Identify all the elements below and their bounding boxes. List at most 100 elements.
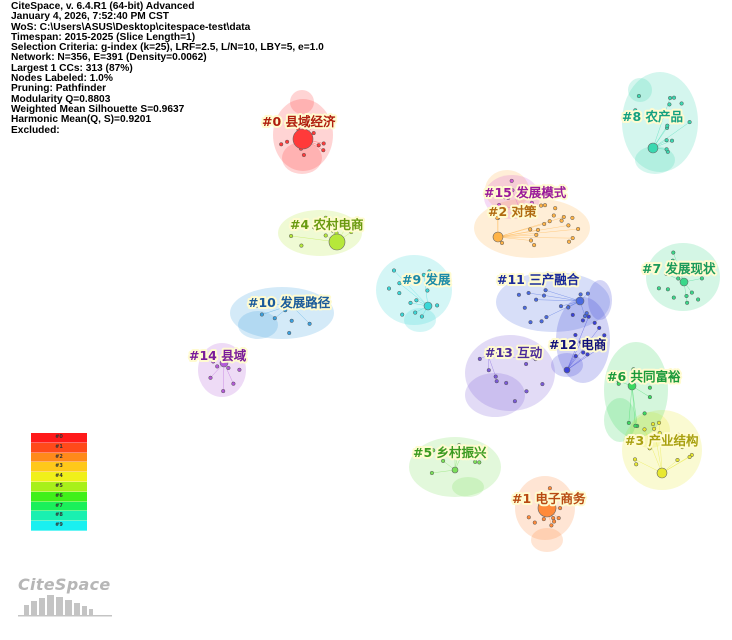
cluster-11-node[interactable] <box>585 291 590 296</box>
cluster-2-node[interactable] <box>542 221 547 227</box>
cluster-15-label[interactable]: #15 发展模式 <box>482 183 569 202</box>
cluster-0-node[interactable] <box>321 141 326 146</box>
cluster-12-node[interactable] <box>586 314 591 319</box>
cluster-9-node[interactable] <box>421 272 426 277</box>
cluster-12-node[interactable] <box>581 350 586 355</box>
cluster-3-node[interactable] <box>650 422 656 427</box>
cluster-3-node[interactable] <box>675 457 680 463</box>
cluster-6-label[interactable]: #6 共同富裕 <box>605 367 683 386</box>
cluster-15-node[interactable] <box>529 200 534 205</box>
cluster-11-node[interactable] <box>526 290 531 296</box>
cluster-12-hub-node[interactable] <box>563 366 571 374</box>
cluster-5-node[interactable] <box>452 454 458 460</box>
cluster-10-label[interactable]: #10 发展路径 <box>246 293 333 312</box>
cluster-4-node[interactable] <box>289 233 294 239</box>
cluster-1-node[interactable] <box>547 486 552 491</box>
cluster-10-node[interactable] <box>311 301 316 307</box>
cluster-6-node[interactable] <box>649 369 654 374</box>
cluster-14-node[interactable] <box>221 389 226 394</box>
cluster-1-node[interactable] <box>541 517 546 522</box>
cluster-8-node[interactable] <box>664 138 669 143</box>
cluster-2-node[interactable] <box>570 236 575 241</box>
cluster-1-node[interactable] <box>549 523 554 528</box>
cluster-3-node[interactable] <box>656 420 662 425</box>
cluster-11-node[interactable] <box>566 305 571 310</box>
cluster-1-hub-node[interactable] <box>537 498 557 518</box>
cluster-2-node[interactable] <box>551 213 556 218</box>
cluster-2-node[interactable] <box>570 215 575 220</box>
cluster-12-node[interactable] <box>573 332 578 338</box>
cluster-6-node[interactable] <box>647 395 652 400</box>
cluster-7-node[interactable] <box>685 300 690 305</box>
cluster-11-node[interactable] <box>558 304 564 309</box>
cluster-1-node[interactable] <box>558 506 563 511</box>
cluster-13-node[interactable] <box>486 368 491 373</box>
cluster-12-node[interactable] <box>573 354 578 359</box>
cluster-15-node[interactable] <box>509 178 514 183</box>
cluster-15-hub-node[interactable] <box>516 206 524 214</box>
cluster-5-hub-node[interactable] <box>451 466 459 474</box>
cluster-0-node[interactable] <box>285 139 290 144</box>
cluster-2-node[interactable] <box>499 240 505 245</box>
cluster-9-node[interactable] <box>400 312 405 317</box>
cluster-1-node[interactable] <box>556 516 561 521</box>
cluster-9-node[interactable] <box>397 281 402 286</box>
cluster-0-node[interactable] <box>311 131 316 136</box>
cluster-9-node[interactable] <box>391 268 397 273</box>
cluster-7-node[interactable] <box>669 268 674 273</box>
cluster-3-node[interactable] <box>634 462 639 467</box>
cluster-1-node[interactable] <box>526 515 531 520</box>
cluster-3-node[interactable] <box>680 445 685 450</box>
cluster-8-label[interactable]: #8 农产品 <box>620 107 685 126</box>
cluster-2-node[interactable] <box>553 206 558 211</box>
cluster-13-node[interactable] <box>501 351 506 356</box>
cluster-14-label[interactable]: #14 县域 <box>187 346 249 365</box>
cluster-9-node[interactable] <box>397 291 402 296</box>
cluster-13-node[interactable] <box>540 382 545 387</box>
cluster-4-node[interactable] <box>346 221 351 226</box>
cluster-12-node[interactable] <box>580 318 585 323</box>
cluster-2-hub-node[interactable] <box>492 231 504 243</box>
cluster-15-node[interactable] <box>502 195 507 200</box>
cluster-4-hub-node[interactable] <box>328 233 346 251</box>
cluster-2-node[interactable] <box>542 203 548 208</box>
cluster-4-node[interactable] <box>299 243 304 248</box>
cluster-4-node[interactable] <box>312 225 317 230</box>
cluster-3-node[interactable] <box>642 427 647 432</box>
cluster-10-node[interactable] <box>259 312 264 317</box>
cluster-1-node[interactable] <box>532 520 537 525</box>
cluster-6-node[interactable] <box>633 423 638 428</box>
cluster-7-node[interactable] <box>684 293 689 299</box>
cluster-9-node[interactable] <box>435 303 440 308</box>
cluster-0-node[interactable] <box>318 114 323 119</box>
cluster-14-node[interactable] <box>224 355 229 360</box>
cluster-4-label[interactable]: #4 农村电商 <box>288 215 366 234</box>
cluster-10-node[interactable] <box>305 294 310 299</box>
cluster-12-node[interactable] <box>601 343 606 348</box>
cluster-6-node[interactable] <box>647 385 652 390</box>
cluster-8-node[interactable] <box>679 118 685 123</box>
cluster-8-node[interactable] <box>633 108 638 113</box>
cluster-12-node[interactable] <box>602 333 607 338</box>
cluster-13-node[interactable] <box>533 357 538 362</box>
cluster-2-node[interactable] <box>566 223 571 228</box>
cluster-0-label[interactable]: #0 县域经济 <box>260 112 338 131</box>
cluster-12-node[interactable] <box>592 320 597 325</box>
cluster-4-node[interactable] <box>323 233 328 238</box>
cluster-2-node[interactable] <box>561 214 566 220</box>
cluster-13-node[interactable] <box>504 380 509 386</box>
cluster-2-node[interactable] <box>532 243 537 248</box>
cluster-11-node[interactable] <box>522 305 527 310</box>
cluster-2-node[interactable] <box>547 219 552 224</box>
cluster-6-hub-node[interactable] <box>627 381 637 391</box>
cluster-0-node[interactable] <box>316 143 321 148</box>
cluster-6-node[interactable] <box>630 370 635 375</box>
cluster-7-node[interactable] <box>676 276 681 281</box>
cluster-4-node[interactable] <box>330 228 335 233</box>
cluster-9-node[interactable] <box>427 269 432 274</box>
cluster-9-node[interactable] <box>414 298 419 303</box>
cluster-0-node[interactable] <box>279 142 284 147</box>
cluster-8-node[interactable] <box>636 93 641 99</box>
cluster-5-node[interactable] <box>457 443 462 448</box>
cluster-0-node[interactable] <box>288 118 293 123</box>
